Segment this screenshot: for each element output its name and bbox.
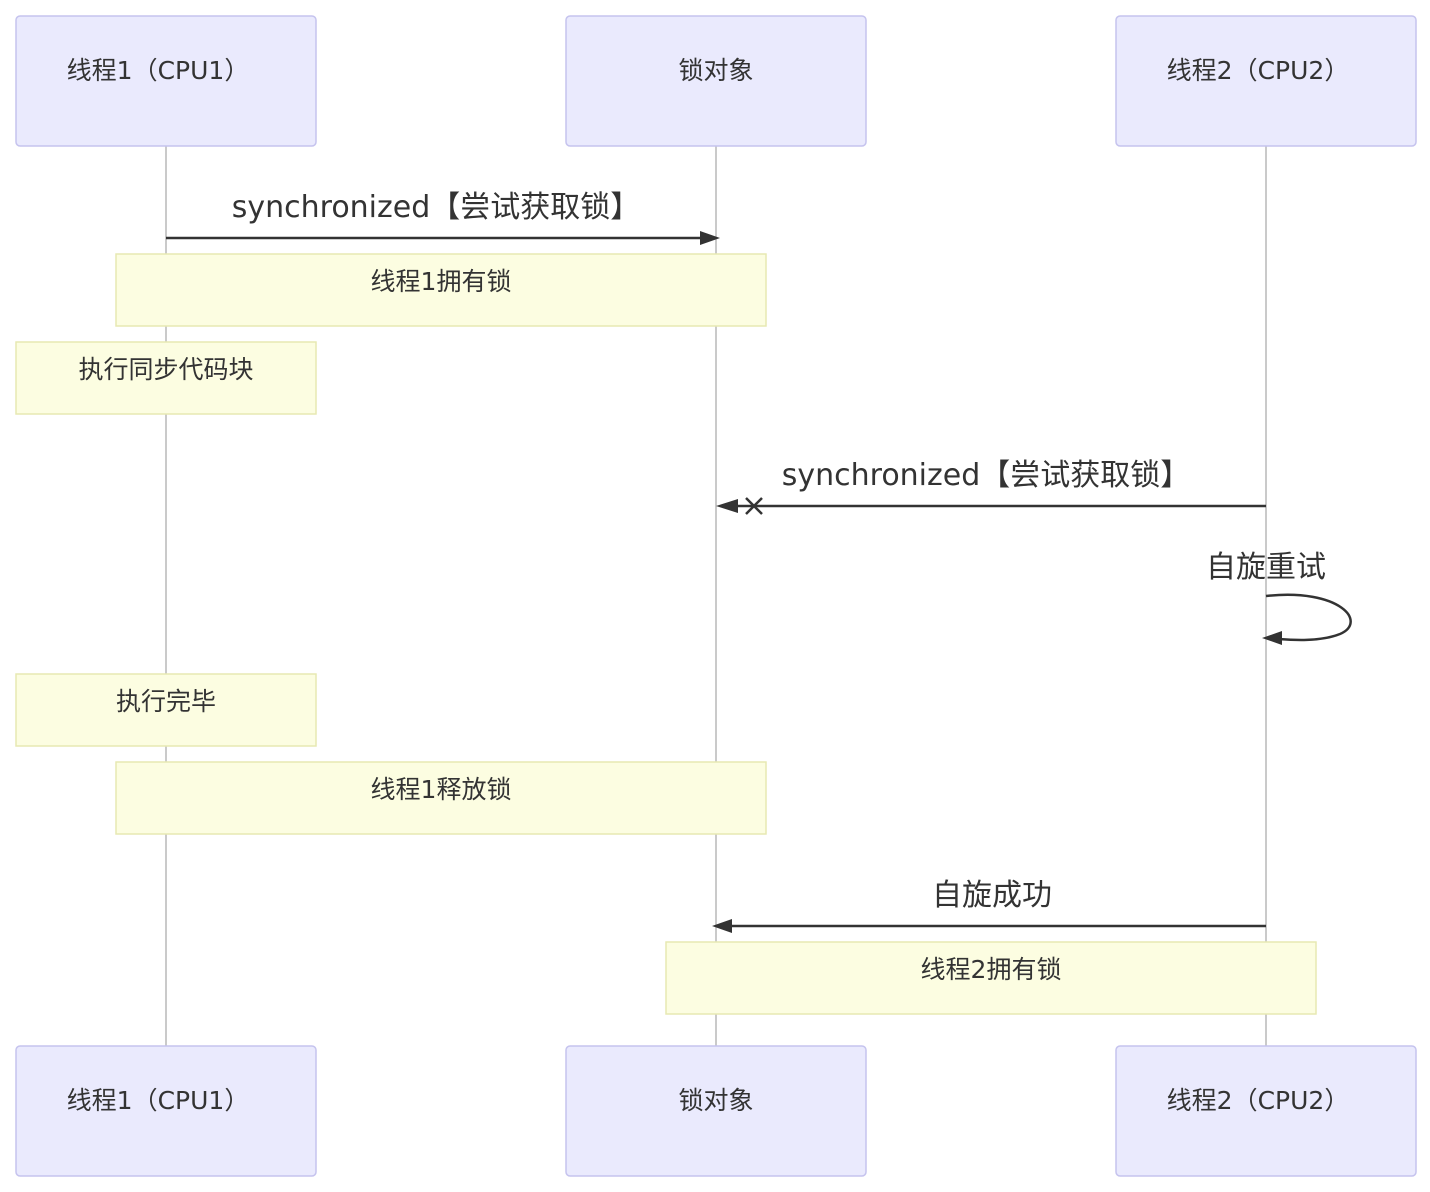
actor-lock-object-top-label: 锁对象: [678, 56, 753, 85]
actor-lock-object-bottom: 锁对象: [565, 1045, 867, 1177]
message-spin-retry: 自旋重试: [1206, 550, 1352, 645]
message-thread1-acquire: synchronized【尝试获取锁】: [166, 190, 720, 245]
arrowhead-icon: [716, 499, 738, 513]
actor-thread1-bottom-label: 线程1（CPU1）: [67, 1086, 250, 1115]
arrowhead-icon: [700, 231, 720, 245]
cross-icon: [745, 497, 763, 515]
note-thread1-owns-lock-label: 线程1拥有锁: [371, 267, 512, 296]
note-thread1-releases-lock-label: 线程1释放锁: [371, 775, 512, 804]
message-thread2-acquire-failed-label: synchronized【尝试获取锁】: [782, 458, 1191, 493]
note-thread2-owns-lock: 线程2拥有锁: [665, 941, 1317, 1015]
note-execute-sync-block-label: 执行同步代码块: [78, 355, 253, 384]
actor-lock-object-bottom-label: 锁对象: [678, 1086, 753, 1115]
message-thread2-acquire-failed: synchronized【尝试获取锁】: [716, 458, 1266, 515]
message-spin-success: 自旋成功: [712, 878, 1266, 933]
note-execution-finished: 执行完毕: [15, 673, 317, 747]
note-thread1-owns-lock: 线程1拥有锁: [115, 253, 767, 327]
note-execution-finished-label: 执行完毕: [116, 687, 216, 716]
actor-thread1-bottom: 线程1（CPU1）: [15, 1045, 317, 1177]
message-spin-retry-label: 自旋重试: [1206, 550, 1326, 585]
message-thread1-acquire-label: synchronized【尝试获取锁】: [232, 190, 641, 225]
actor-thread2-top: 线程2（CPU2）: [1115, 15, 1417, 147]
actor-thread2-top-label: 线程2（CPU2）: [1167, 56, 1350, 85]
note-thread1-releases-lock: 线程1释放锁: [115, 761, 767, 835]
actor-thread1-top-label: 线程1（CPU1）: [67, 56, 250, 85]
arrowhead-icon: [712, 919, 732, 933]
actor-thread2-bottom: 线程2（CPU2）: [1115, 1045, 1417, 1177]
note-thread2-owns-lock-label: 线程2拥有锁: [921, 955, 1062, 984]
actor-lock-object-top: 锁对象: [565, 15, 867, 147]
message-spin-success-label: 自旋成功: [932, 878, 1052, 913]
arrowhead-icon: [1262, 631, 1282, 645]
note-execute-sync-block: 执行同步代码块: [15, 341, 317, 415]
actor-thread2-bottom-label: 线程2（CPU2）: [1167, 1086, 1350, 1115]
actor-thread1-top: 线程1（CPU1）: [15, 15, 317, 147]
